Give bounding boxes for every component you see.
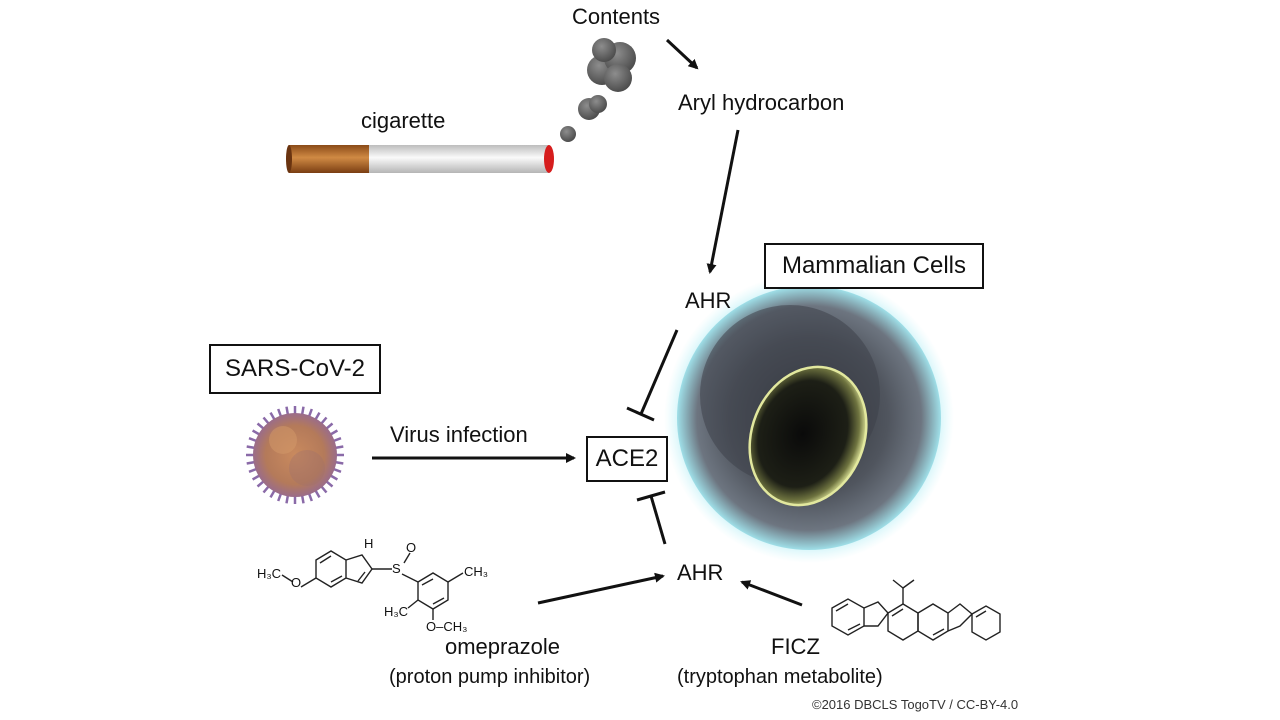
inhibition-ahr-bottom-to-ace2 [636, 490, 667, 545]
inhibition-ahr-top-to-ace2 [626, 329, 679, 422]
label-contents: Contents [572, 4, 661, 29]
arrow-aryl-to-ahr [706, 129, 740, 274]
chem-s: S [392, 561, 401, 576]
omeprazole-structure-icon [281, 550, 464, 620]
label-ahr-bottom: AHR [677, 560, 724, 585]
chem-s-oxide: O [406, 540, 417, 555]
label-ahr-top: AHR [685, 288, 732, 313]
arrow-ficz-to-ahr [740, 580, 803, 607]
label-cigarette: cigarette [361, 108, 446, 133]
label-sars-cov-2: SARS-CoV-2 [209, 344, 381, 394]
virus-icon [246, 406, 344, 504]
cigarette-icon [286, 145, 554, 173]
label-omeprazole-note: (proton pump inhibitor) [389, 666, 591, 688]
arrow-omeprazole-to-ahr [537, 572, 665, 605]
chem-nh: H [364, 536, 374, 551]
label-virus-infection: Virus infection [390, 422, 528, 447]
chem-o-methoxy: O [291, 575, 302, 590]
label-mammalian-cells: Mammalian Cells [764, 243, 984, 289]
chem-h3c-methoxy: H₃C [257, 566, 282, 581]
smoke-icon [560, 38, 636, 142]
chem-ch3-right: CH₃ [464, 564, 489, 579]
label-ficz: FICZ [771, 634, 820, 659]
label-ace2: ACE2 [586, 436, 668, 482]
mammalian-cell-icon [664, 273, 954, 563]
arrow-contents-to-aryl [665, 38, 699, 70]
chem-h3c-bottom: H₃C [384, 604, 409, 619]
chem-o-ch3: O–CH₃ [426, 619, 468, 634]
copyright-notice: ©2016 DBCLS TogoTV / CC-BY-4.0 [812, 697, 1019, 712]
label-omeprazole: omeprazole [445, 634, 560, 659]
ficz-structure-icon [831, 579, 1001, 641]
label-aryl-hydrocarbon: Aryl hydrocarbon [678, 90, 845, 115]
label-ficz-note: (tryptophan metabolite) [677, 666, 883, 688]
